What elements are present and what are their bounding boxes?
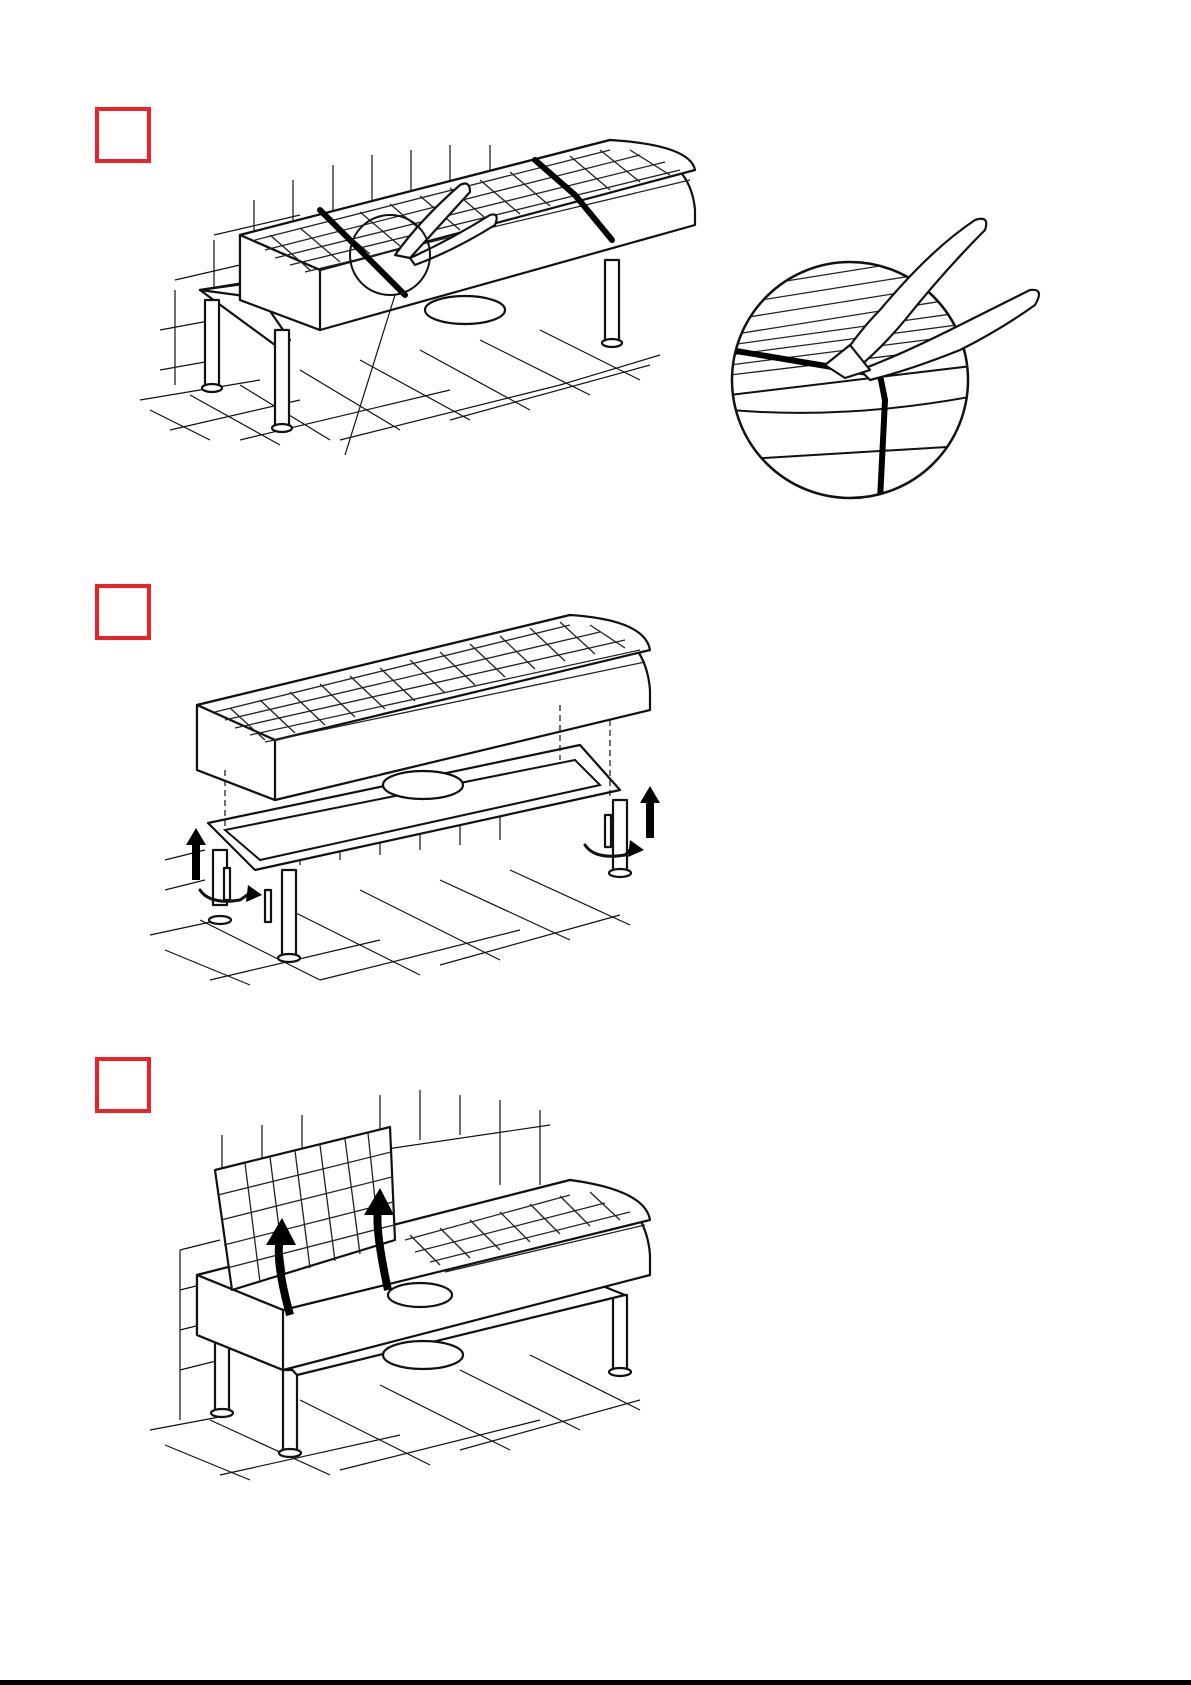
step-3-illustration xyxy=(150,1090,650,1480)
step-1-illustration xyxy=(140,140,695,455)
step-1-detail-view xyxy=(720,219,1039,500)
footer-rule xyxy=(0,1680,1191,1685)
step-2-illustration xyxy=(150,615,660,985)
